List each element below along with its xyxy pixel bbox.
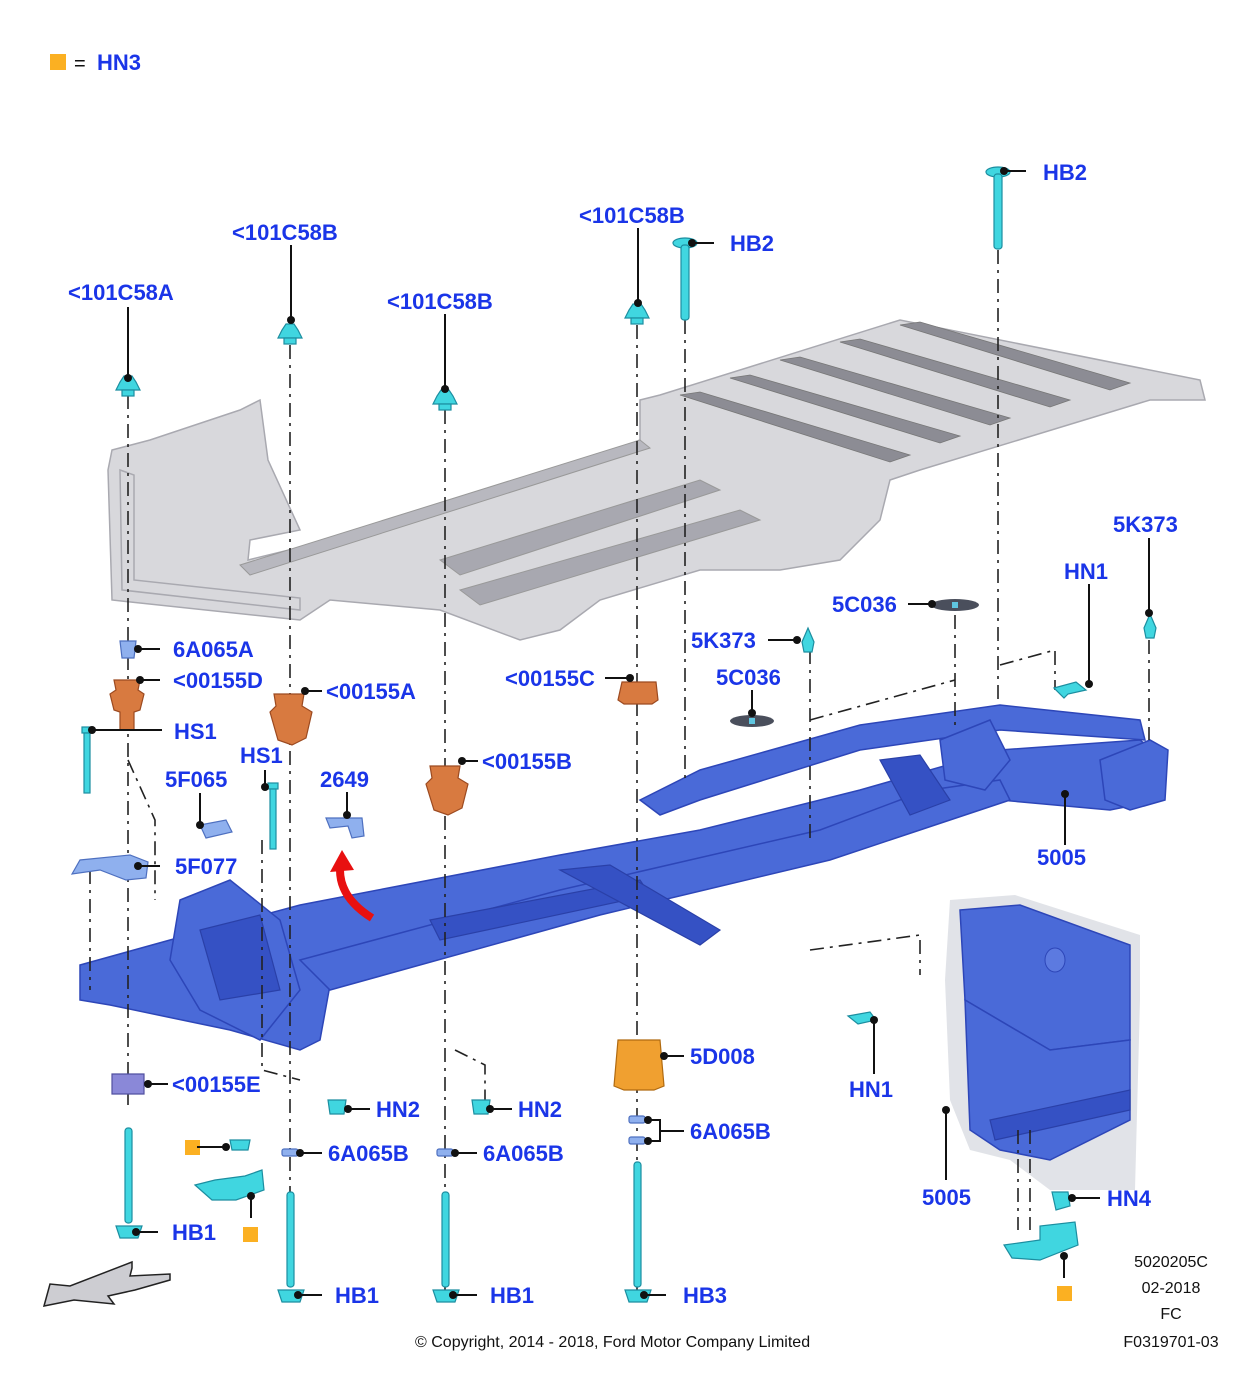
stud-icon-hs1-1 <box>81 726 93 794</box>
direction-arrow-icon <box>42 1260 171 1307</box>
insulator-icon-00155d <box>109 679 145 731</box>
callout-5k373-1: 5K373 <box>691 628 756 653</box>
callout-00155b: <00155B <box>482 749 572 774</box>
hn3-bracket-icon-left <box>193 1139 265 1201</box>
callout-101c58b-2: <101C58B <box>387 289 493 314</box>
bolt-icon-hb2-1 <box>672 237 698 321</box>
callout-00155d: <00155D <box>173 668 263 693</box>
washer-icon-6a065b-1 <box>281 1148 299 1157</box>
callout-5d008: 5D008 <box>690 1044 755 1069</box>
callout-00155c: <00155C <box>505 666 595 691</box>
spacer-icon-6a065a <box>119 640 137 659</box>
callout-6a065b-1: 6A065B <box>328 1141 409 1166</box>
stud-icon-hs1-2 <box>267 782 279 850</box>
leader-lines <box>88 167 1153 1299</box>
callout-hn4: HN4 <box>1107 1186 1152 1211</box>
legend-equals: = <box>74 53 86 75</box>
retainer-icon-101c58a <box>115 375 141 397</box>
clip-icon-2649 <box>325 817 365 839</box>
retainer-icon-101c58b-1 <box>277 323 303 345</box>
washer-icon-6a065b-2 <box>436 1148 454 1157</box>
illustration-id: 5020205C <box>1134 1254 1208 1271</box>
retainer-icon-101c58b-2 <box>432 389 458 411</box>
vehicle-body-floor <box>107 319 1206 641</box>
bracket-icon-5d008 <box>613 1039 665 1091</box>
callout-hb1-3: HB1 <box>490 1283 534 1308</box>
callout-hn2-1: HN2 <box>376 1097 420 1122</box>
legend: = HN3 <box>50 50 141 75</box>
bracket-icon-5f077 <box>70 854 149 881</box>
callout-6a065b-2: 6A065B <box>483 1141 564 1166</box>
callout-5c036-1: 5C036 <box>832 592 897 617</box>
hn3-bracket-icon-right <box>1003 1221 1079 1261</box>
callout-5f077: 5F077 <box>175 854 237 879</box>
hn3-marker-2 <box>243 1227 258 1242</box>
bolt-icon-hb1-1 <box>115 1127 143 1239</box>
pad-icon-5c036-2 <box>730 715 774 727</box>
callout-2649: 2649 <box>320 767 369 792</box>
nut-icon-hn2-2 <box>471 1099 491 1115</box>
nut-icon-hn2-1 <box>327 1099 347 1115</box>
insulator-icon-00155e <box>111 1073 145 1095</box>
bolt-icon-hb3 <box>624 1161 652 1303</box>
illustration-date: 02-2018 <box>1142 1280 1201 1297</box>
callout-6a065a: 6A065A <box>173 637 254 662</box>
callout-5005-1: 5005 <box>1037 845 1086 870</box>
footer: © Copyright, 2014 - 2018, Ford Motor Com… <box>415 1254 1219 1351</box>
callout-5k373-2: 5K373 <box>1113 512 1178 537</box>
nut-icon-hn4 <box>1051 1191 1071 1211</box>
hn3-marker-3 <box>1057 1286 1072 1301</box>
washer-icon-6a065b-3b <box>628 1136 646 1145</box>
callout-5c036-2: 5C036 <box>716 665 781 690</box>
callout-hn1-1: HN1 <box>1064 559 1108 584</box>
callout-101c58b-3: <101C58B <box>579 203 685 228</box>
assembly-lines <box>89 250 1150 1290</box>
frame-assembly-5005 <box>79 704 1169 1051</box>
hn3-marker-1 <box>185 1140 200 1155</box>
callout-5f065: 5F065 <box>165 767 227 792</box>
callout-101c58b-1: <101C58B <box>232 220 338 245</box>
bolt-icon-hb1-2 <box>277 1191 305 1303</box>
nut-icon-hn1-1 <box>1052 681 1088 699</box>
callout-hs1-1: HS1 <box>174 719 217 744</box>
bolt-icon-hb1-3 <box>432 1191 460 1303</box>
figure-reference: F0319701-03 <box>1123 1334 1218 1351</box>
insulator-icon-00155a <box>269 693 313 746</box>
callout-hb2-1: HB2 <box>730 231 774 256</box>
callout-hb1-2: HB1 <box>335 1283 379 1308</box>
red-curved-arrow-icon <box>330 850 375 922</box>
callout-hb3: HB3 <box>683 1283 727 1308</box>
callout-hb2-2: HB2 <box>1043 160 1087 185</box>
frame-detail-inset <box>945 895 1140 1190</box>
pin-icon-5k373-1 <box>801 626 815 653</box>
retainer-icon-101c58b-3 <box>624 303 650 325</box>
callout-5005-2: 5005 <box>922 1185 971 1210</box>
callout-00155e: <00155E <box>172 1072 261 1097</box>
washer-icon-6a065b-3a <box>628 1115 646 1124</box>
legend-code: HN3 <box>97 50 141 75</box>
bolt-icon-hb2-2 <box>985 166 1011 250</box>
floor-ribs <box>679 321 1132 463</box>
pin-icon-5k373-2 <box>1143 612 1157 639</box>
hn3-legend-swatch <box>50 54 66 70</box>
bracket-icon-5f065 <box>199 819 233 839</box>
callout-101c58a: <101C58A <box>68 280 174 305</box>
callout-00155a: <00155A <box>326 679 416 704</box>
insulator-icon-00155c <box>617 681 659 705</box>
insulator-icon-00155b <box>425 765 469 816</box>
pad-icon-5c036-1 <box>931 599 979 611</box>
copyright-text: © Copyright, 2014 - 2018, Ford Motor Com… <box>415 1334 810 1351</box>
callout-6a065b-3: 6A065B <box>690 1119 771 1144</box>
callout-hn2-2: HN2 <box>518 1097 562 1122</box>
callout-hs1-2: HS1 <box>240 743 283 768</box>
callout-hn1-2: HN1 <box>849 1077 893 1102</box>
callout-hb1-1: HB1 <box>172 1220 216 1245</box>
callout-labels: <101C58A <101C58B <101C58B <101C58B HB2 … <box>68 160 1178 1308</box>
market-code: FC <box>1160 1306 1181 1323</box>
